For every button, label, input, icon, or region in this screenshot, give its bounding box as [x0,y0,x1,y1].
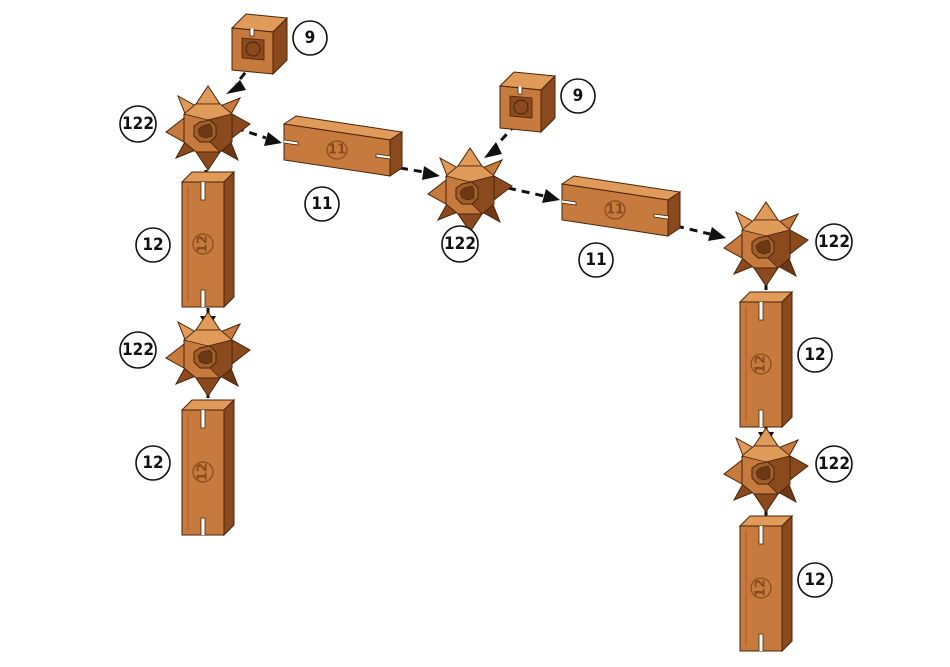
part-connector [166,86,250,170]
callout-part-122: 122 [120,106,156,142]
arrow-head [264,132,282,146]
emboss-vertical-beam: 12 [754,355,769,373]
emboss-vertical-beam: 12 [196,235,211,253]
emboss-horizontal-beam: 11 [328,143,346,158]
callout-label: 12 [804,345,825,365]
arrow-connector-to-beam [508,188,544,196]
callout-label: 12 [142,453,163,473]
part-connector [428,148,512,232]
callout-label: 122 [444,234,476,254]
callout-part-9: 9 [293,21,327,55]
emboss-vertical-beam: 12 [196,463,211,481]
callout-label: 11 [311,194,332,214]
arrow-head [226,80,246,94]
arrow-head [484,142,502,158]
callout-part-12: 12 [136,228,170,262]
callout-part-122: 122 [120,332,156,368]
callout-label: 122 [818,232,850,252]
callout-part-12: 12 [798,563,832,597]
callout-label: 122 [122,340,154,360]
callout-part-12: 12 [136,446,170,480]
arrow-head [542,189,560,203]
part-connector [166,312,250,396]
callout-label: 9 [305,28,316,48]
callout-part-11: 11 [579,243,613,277]
part-connector [724,428,808,512]
part-connector [724,202,808,286]
callout-label: 9 [573,86,584,106]
callout-part-122: 122 [816,446,852,482]
part-end-cap [500,72,555,132]
callout-part-11: 11 [305,187,339,221]
arrow-beam-to-connector [676,226,710,234]
arrow-beam-to-connector [400,168,424,172]
callout-label: 12 [804,570,825,590]
emboss-vertical-beam: 12 [754,579,769,597]
callout-part-12: 12 [798,338,832,372]
arrow-head [708,227,726,241]
emboss-horizontal-beam: 11 [606,203,624,218]
callout-label: 122 [818,454,850,474]
callout-label: 122 [122,114,154,134]
callout-label: 12 [142,235,163,255]
callout-label: 11 [585,250,606,270]
callout-part-122: 122 [442,226,478,262]
callout-part-9: 9 [561,79,595,113]
part-end-cap [232,14,287,74]
arrow-head [422,166,440,180]
callout-part-122: 122 [816,224,852,260]
